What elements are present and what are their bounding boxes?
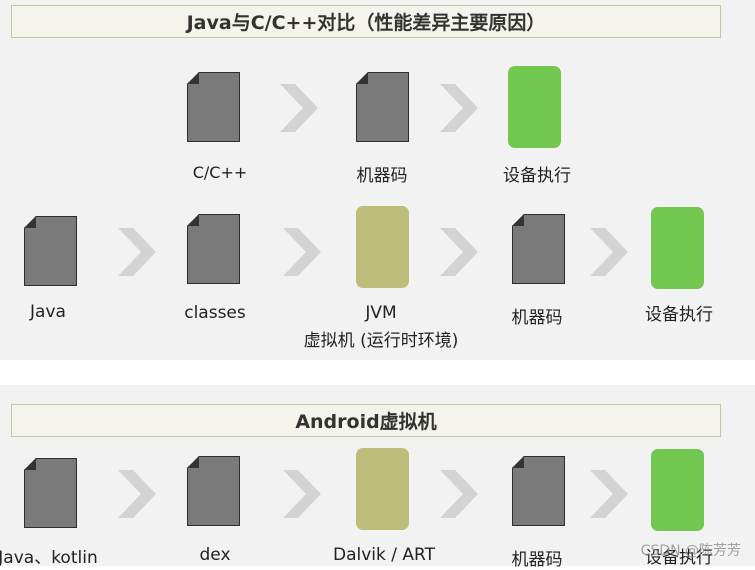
arrow-chevron-icon — [590, 470, 628, 518]
device-execution-block — [508, 66, 561, 148]
watermark: CSDN @陈芳芳 — [640, 543, 741, 559]
section-title-android-vm: Android虚拟机 — [11, 404, 721, 437]
arrow-chevron-icon — [118, 470, 156, 518]
arrow-chevron-icon — [283, 228, 321, 276]
label-java: Java — [30, 302, 66, 322]
arrow-chevron-icon — [440, 470, 478, 518]
section-title-java-vs-cpp: Java与C/C++对比（性能差异主要原因） — [11, 5, 721, 38]
label-device-execution: 设备执行 — [503, 166, 571, 186]
arrow-chevron-icon — [590, 228, 628, 276]
device-execution-block — [651, 449, 704, 531]
dalvik-art-block — [356, 448, 409, 530]
label-device-execution: 设备执行 — [645, 548, 713, 568]
label-dalvik-art: Dalvik / ART — [333, 545, 435, 565]
section-java-vs-cpp: Java与C/C++对比（性能差异主要原因） — [0, 0, 755, 360]
label-machine-code: 机器码 — [511, 550, 563, 570]
label-classes: classes — [184, 303, 246, 323]
arrow-chevron-icon — [283, 470, 321, 518]
label-java-kotlin: Java、kotlin — [0, 548, 98, 568]
arrow-chevron-icon — [440, 228, 478, 276]
arrow-chevron-icon — [118, 228, 156, 276]
label-machine-code: 机器码 — [356, 166, 408, 186]
label-dex: dex — [199, 545, 231, 565]
arrow-chevron-icon — [280, 84, 318, 132]
label-machine-code: 机器码 — [511, 308, 563, 328]
jvm-block — [356, 206, 409, 288]
label-jvm-runtime: 虚拟机 (运行时环境) — [303, 331, 459, 351]
arrow-chevron-icon — [440, 84, 478, 132]
label-jvm: JVM — [365, 303, 397, 323]
label-device-execution: 设备执行 — [645, 305, 713, 325]
device-execution-block — [651, 207, 704, 289]
label-cpp: C/C++ — [192, 163, 248, 182]
